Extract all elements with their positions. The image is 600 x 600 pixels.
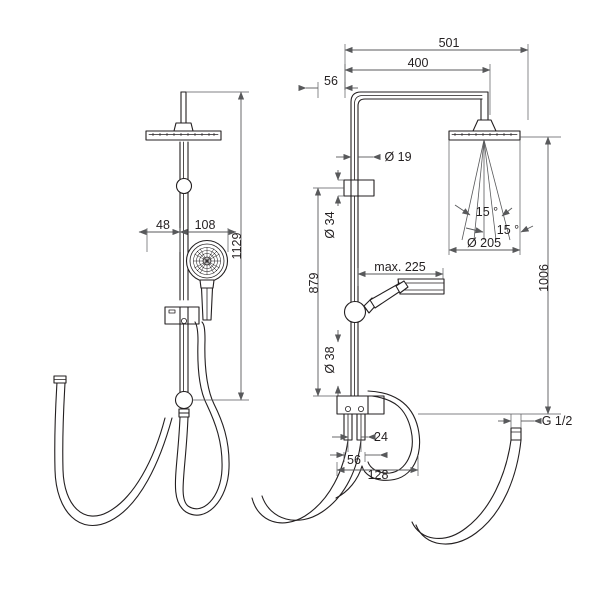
dim-19: Ø 19 xyxy=(384,150,411,164)
side-hose-connector xyxy=(411,427,522,545)
side-view: 501 400 56 xyxy=(251,36,572,545)
front-shower-hose xyxy=(53,321,230,526)
side-dim-400: 400 xyxy=(344,56,491,115)
front-dim-1129: 1129 xyxy=(186,91,249,401)
side-valve-body xyxy=(336,395,385,441)
side-spray-cone xyxy=(461,139,511,241)
side-dim-1006: 1006 xyxy=(418,136,561,415)
side-dim-56-top: 56 xyxy=(298,74,358,98)
front-overhead-shower xyxy=(145,122,222,141)
dim-g12: G 1/2 xyxy=(542,414,573,428)
side-shower-arm xyxy=(350,91,489,181)
dim-56-bottom: 56 xyxy=(347,453,361,467)
dim-1006: 1006 xyxy=(537,264,551,292)
side-riser-lower xyxy=(350,195,359,397)
side-dim-19: Ø 19 xyxy=(336,150,412,164)
side-dim-34: Ø 34 xyxy=(323,170,344,239)
front-riser-tube xyxy=(179,91,189,301)
side-dim-g12: G 1/2 xyxy=(498,414,572,428)
dim-1129: 1129 xyxy=(230,233,244,260)
side-dim-128: 128 xyxy=(336,455,419,482)
dim-225: max. 225 xyxy=(374,260,425,274)
dim-angle-right: 15 ° xyxy=(497,223,519,237)
side-dim-angles: 15 ° 15 ° xyxy=(454,204,534,237)
side-dim-56-bottom: 56 xyxy=(330,451,388,467)
side-wall-bracket xyxy=(343,179,375,197)
dim-205: Ø 205 xyxy=(467,236,501,250)
side-dim-24: 24 xyxy=(332,430,388,452)
side-dim-38: Ø 38 xyxy=(323,330,342,396)
front-holder-bracket xyxy=(164,306,200,325)
dim-34: Ø 34 xyxy=(323,211,337,238)
dim-38: Ø 38 xyxy=(323,346,337,373)
side-shower-hose xyxy=(251,390,420,524)
dim-56-top: 56 xyxy=(324,74,338,88)
dim-128: 128 xyxy=(368,468,389,482)
side-dim-501: 501 xyxy=(344,36,529,120)
dim-24: 24 xyxy=(374,430,388,444)
front-lower-riser xyxy=(179,323,189,393)
side-handshower xyxy=(369,278,445,309)
front-dim-horizontal-group: 48 108 xyxy=(138,218,237,252)
front-handshower xyxy=(185,239,229,321)
dim-48: 48 xyxy=(156,218,170,232)
front-view: 48 108 1129 xyxy=(53,91,249,526)
dim-angle-left: 15 ° xyxy=(476,205,498,219)
side-dim-225: max. 225 xyxy=(357,260,444,286)
side-overhead-shower xyxy=(448,119,521,141)
dim-501: 501 xyxy=(439,36,460,50)
dim-400: 400 xyxy=(408,56,429,70)
front-outlet-body xyxy=(174,390,194,418)
side-dim-205: Ø 205 xyxy=(448,140,521,255)
dim-108: 108 xyxy=(195,218,216,232)
side-dim-879: 879 xyxy=(307,187,344,397)
dim-879: 879 xyxy=(307,273,321,294)
front-riser-bracket xyxy=(175,177,193,195)
